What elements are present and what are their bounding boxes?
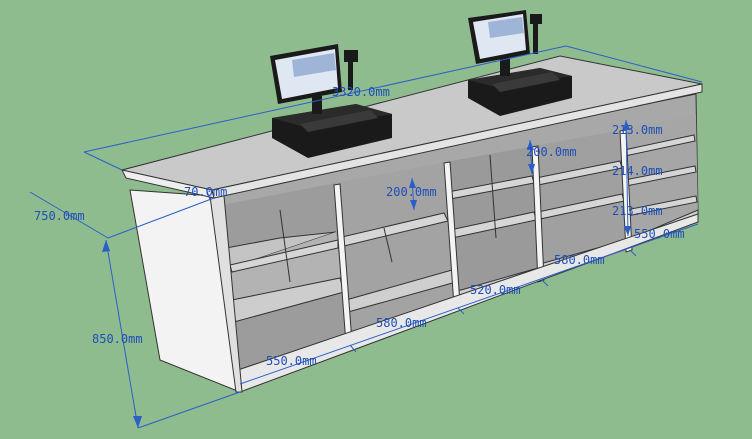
pos-screen-window: [488, 17, 524, 38]
pos-keyboard: [492, 72, 560, 92]
shelf: [229, 239, 339, 273]
dim-tick: [349, 344, 357, 353]
dim-tick: [457, 307, 465, 315]
pos-stand: [312, 96, 322, 114]
pos-customer-display: [344, 50, 358, 62]
pos-customer-display-pole: [348, 60, 353, 90]
dim-shelf-gap-right-mid[interactable]: 214.0mm: [612, 164, 663, 178]
pos-screen-window: [292, 53, 336, 77]
pos-customer-display: [530, 14, 542, 24]
arrow: [527, 140, 534, 150]
counter-top-side-edge: [211, 83, 703, 199]
pos-base-top: [468, 68, 572, 88]
pos-customer-display-pole: [533, 22, 538, 54]
pos-stand: [500, 58, 510, 76]
arrow: [102, 240, 110, 252]
dim-shelf-gap-right-top[interactable]: 213.0mm: [612, 123, 663, 137]
dim-tick: [541, 279, 549, 287]
dim-depth[interactable]: 750.0mm: [34, 209, 85, 223]
divider-center: [489, 154, 497, 239]
dim-extension: [137, 391, 241, 429]
dim-bay-5[interactable]: 550.0mm: [634, 227, 685, 241]
arrow: [624, 226, 631, 236]
dim-line-height: [105, 239, 139, 429]
dim-extension: [83, 151, 123, 171]
dim-shelf-gap-left[interactable]: 200.0mm: [386, 185, 437, 199]
dim-height[interactable]: 850.0mm: [92, 332, 143, 346]
arrow: [410, 200, 417, 210]
arrow: [623, 120, 630, 130]
divider-center-left: [383, 227, 393, 263]
dim-line-depth: [29, 191, 109, 239]
dim-bay-2[interactable]: 580.0mm: [376, 316, 427, 330]
dim-shelf-gap-right-bottom[interactable]: 213.0mm: [612, 204, 663, 218]
dim-bay-3[interactable]: 520.0mm: [470, 283, 521, 297]
dim-line-overhang: [205, 187, 211, 201]
dim-bay-4[interactable]: 580.0mm: [554, 253, 605, 267]
arrow: [528, 164, 535, 174]
partition: [531, 145, 545, 283]
arrow: [409, 178, 416, 188]
dim-total-length[interactable]: 3320.0mm: [332, 85, 390, 99]
dim-shelf-gap-center[interactable]: 200.0mm: [526, 145, 577, 159]
dim-line-gap: [625, 119, 629, 237]
dim-line-length: [83, 45, 567, 153]
dim-bay-1[interactable]: 550.0mm: [266, 354, 317, 368]
dim-tick: [629, 249, 637, 257]
pos-terminal-left[interactable]: [270, 44, 392, 158]
pos-terminal-right[interactable]: [468, 10, 572, 116]
pos-base-top: [272, 104, 392, 128]
pos-keyboard: [300, 110, 378, 132]
dim-extension: [107, 197, 215, 239]
dim-top-overhang[interactable]: 70.0mm: [184, 185, 227, 199]
arrow: [133, 416, 142, 428]
partition: [619, 129, 633, 253]
divider-left: [279, 209, 291, 283]
dim-extension: [565, 45, 703, 83]
dim-line-bays: [239, 223, 699, 385]
